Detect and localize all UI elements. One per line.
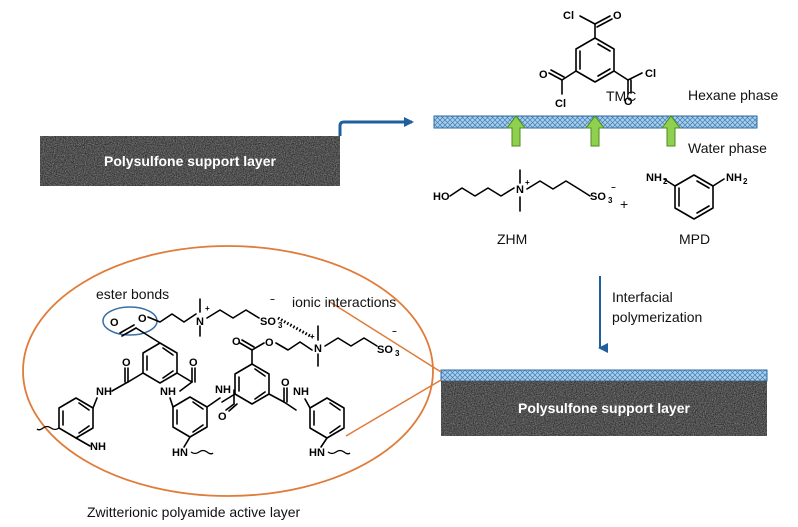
pa-n-1: N: [196, 316, 204, 328]
zhm-ho: HO: [433, 191, 450, 203]
right-support-layer: Polysulfone support layer: [440, 369, 768, 436]
pa-o-amide-2: O: [189, 357, 198, 369]
left-support-layer: Polysulfone support layer: [40, 136, 340, 186]
left-support-label: Polysulfone support layer: [104, 153, 276, 169]
zhm-label: ZHM: [497, 231, 527, 247]
pa-ester2-o-link: O: [265, 337, 274, 349]
pa-ester2-o-carbonyl: O: [232, 336, 241, 348]
tmc-cl-top: Cl: [563, 10, 574, 22]
transfer-arrow: [338, 117, 414, 136]
pa-nh-2: NH: [90, 441, 106, 453]
diffusion-arrow-3: [661, 115, 681, 147]
pa-so3-1-minus: −: [270, 295, 275, 304]
pa-o-amide-3: O: [218, 411, 227, 423]
water-phase-label: Water phase: [688, 140, 767, 156]
ionic-interaction-bond: [277, 316, 313, 339]
tmc-o-right: O: [624, 96, 633, 108]
diffusion-arrow-2: [585, 115, 605, 147]
process-line-2: polymerization: [612, 309, 702, 325]
zhm-so3: SO: [590, 191, 606, 203]
pa-so3-2-sub: 3: [395, 349, 400, 358]
diffusion-arrows: [506, 115, 681, 147]
zhm-so3-sub: 3: [608, 196, 613, 205]
pa-so3-2-minus: −: [392, 327, 397, 336]
zhm-n: N: [516, 184, 524, 196]
pa-hn-2: HN: [309, 447, 325, 459]
pa-nh-3: NH: [160, 386, 176, 398]
mpd-label: MPD: [679, 231, 710, 247]
active-layer-caption: Zwitterionic polyamide active layer: [87, 504, 301, 520]
ester-o-link: O: [138, 313, 147, 325]
tmc-cl-left: Cl: [555, 98, 566, 110]
mpd-nh2-right-sub: 2: [743, 177, 748, 186]
diffusion-arrow-1: [506, 115, 526, 147]
mpd-structure: NH 2 NH 2 MPD: [646, 172, 748, 247]
plus-sign: +: [620, 196, 628, 212]
pa-so3-1: SO: [260, 316, 276, 328]
pa-nh-5: NH: [293, 386, 309, 398]
pa-hn-1: HN: [172, 447, 188, 459]
pa-nh-4: NH: [215, 384, 231, 396]
mpd-nh2-left-sub: 2: [663, 177, 668, 186]
pa-n-1-plus: +: [205, 304, 210, 313]
tmc-structure: Cl O O Cl Cl O TMC: [539, 10, 656, 110]
zoom-line-top: [329, 301, 442, 373]
zoom-line-bottom: [345, 379, 442, 437]
tmc-o-top: O: [613, 10, 622, 22]
ionic-interactions-label: ionic interactions: [292, 294, 396, 310]
right-support-label: Polysulfone support layer: [518, 400, 690, 416]
pa-so3-1-sub: 3: [278, 321, 283, 330]
zhm-so3-minus: −: [611, 183, 616, 192]
pa-nh-1: NH: [96, 386, 112, 398]
pa-o-amide-1: O: [122, 357, 131, 369]
hexane-phase-label: Hexane phase: [688, 87, 779, 103]
ester-bonds-label: ester bonds: [96, 286, 169, 302]
ester-o-carbonyl: O: [110, 317, 119, 329]
process-line-1: Interfacial: [612, 289, 673, 305]
active-layer-film: [440, 369, 768, 382]
tmc-o-left: O: [539, 69, 548, 81]
pa-o-amide-4: O: [281, 377, 290, 389]
pa-n-2-plus: +: [310, 332, 315, 341]
mpd-nh2-right: NH: [726, 172, 742, 184]
tmc-label: TMC: [606, 88, 636, 104]
pa-so3-2: SO: [377, 344, 393, 356]
pa-n-2: N: [314, 343, 322, 355]
zhm-structure: HO N + SO 3 − + ZHM: [433, 169, 628, 247]
zhm-n-plus: +: [525, 178, 530, 187]
zoom-ellipse: [22, 245, 434, 497]
tmc-cl-right: Cl: [645, 68, 656, 80]
mpd-nh2-left: NH: [646, 172, 662, 184]
polyamide-structure: ester bonds ionic interactions O O N + S…: [36, 286, 400, 459]
